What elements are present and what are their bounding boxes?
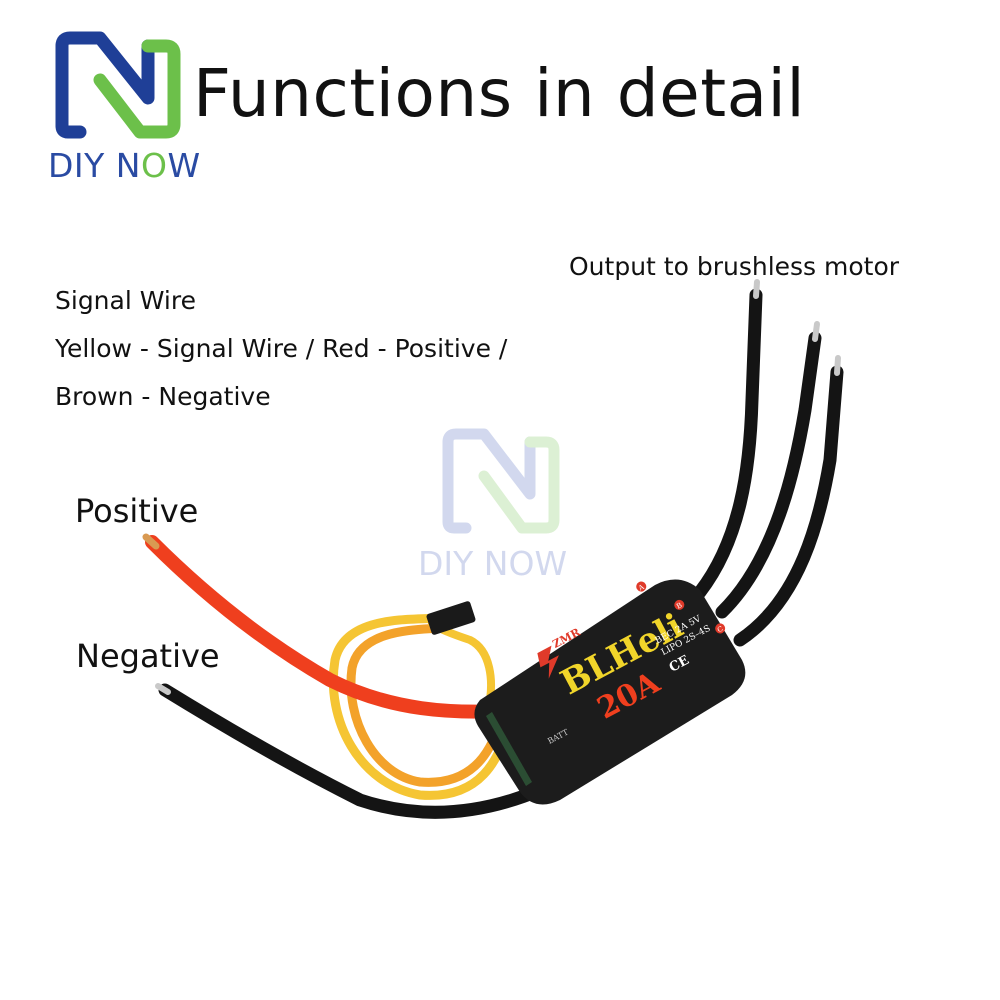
motor-wires [693, 279, 844, 647]
signal-wire-line2: Brown - Negative [55, 382, 271, 411]
esc-pad-c-label: C [716, 625, 724, 635]
brand-name: DIY NOW [48, 146, 201, 185]
esc-pad-a-icon [636, 581, 647, 592]
motor-wire-a [693, 288, 763, 599]
negative-label: Negative [76, 637, 220, 675]
brand-logo: DIY NOW [48, 28, 201, 188]
motor-wire-c [733, 365, 844, 647]
esc-pad-c-icon [715, 623, 726, 634]
motor-wire-c-tip [834, 355, 841, 376]
positive-label: Positive [75, 492, 199, 530]
positive-wire [145, 535, 527, 719]
logo-mark-icon [55, 31, 181, 139]
signal-wire-loop [328, 601, 515, 800]
negative-wire [158, 683, 547, 819]
esc-pad-a-label: A [636, 583, 646, 593]
output-label: Output to brushless motor [569, 252, 900, 281]
esc-lightning-icon [537, 645, 559, 679]
motor-wire-b-tip [812, 321, 820, 342]
motor-wire-a-tip [753, 279, 760, 299]
watermark: DIY NOW [418, 424, 583, 584]
signal-wire-line1: Yellow - Signal Wire / Red - Positive / [55, 334, 508, 363]
negative-wire-tip [155, 683, 171, 695]
motor-wire-b [715, 331, 822, 619]
positive-wire-tip [142, 533, 160, 550]
esc-pad-b-icon [674, 599, 685, 610]
servo-connector [426, 601, 476, 635]
esc-body: ZMR BLHeli 20A BEC 2A 5V LIPO 2S–4S CE B… [474, 579, 746, 805]
page-title: Functions in detail [193, 55, 806, 132]
esc-pad-b-label: B [675, 601, 683, 610]
watermark-text: DIY NOW [418, 544, 568, 583]
watermark-logo-icon [442, 428, 560, 534]
signal-wire-title: Signal Wire [55, 286, 196, 315]
